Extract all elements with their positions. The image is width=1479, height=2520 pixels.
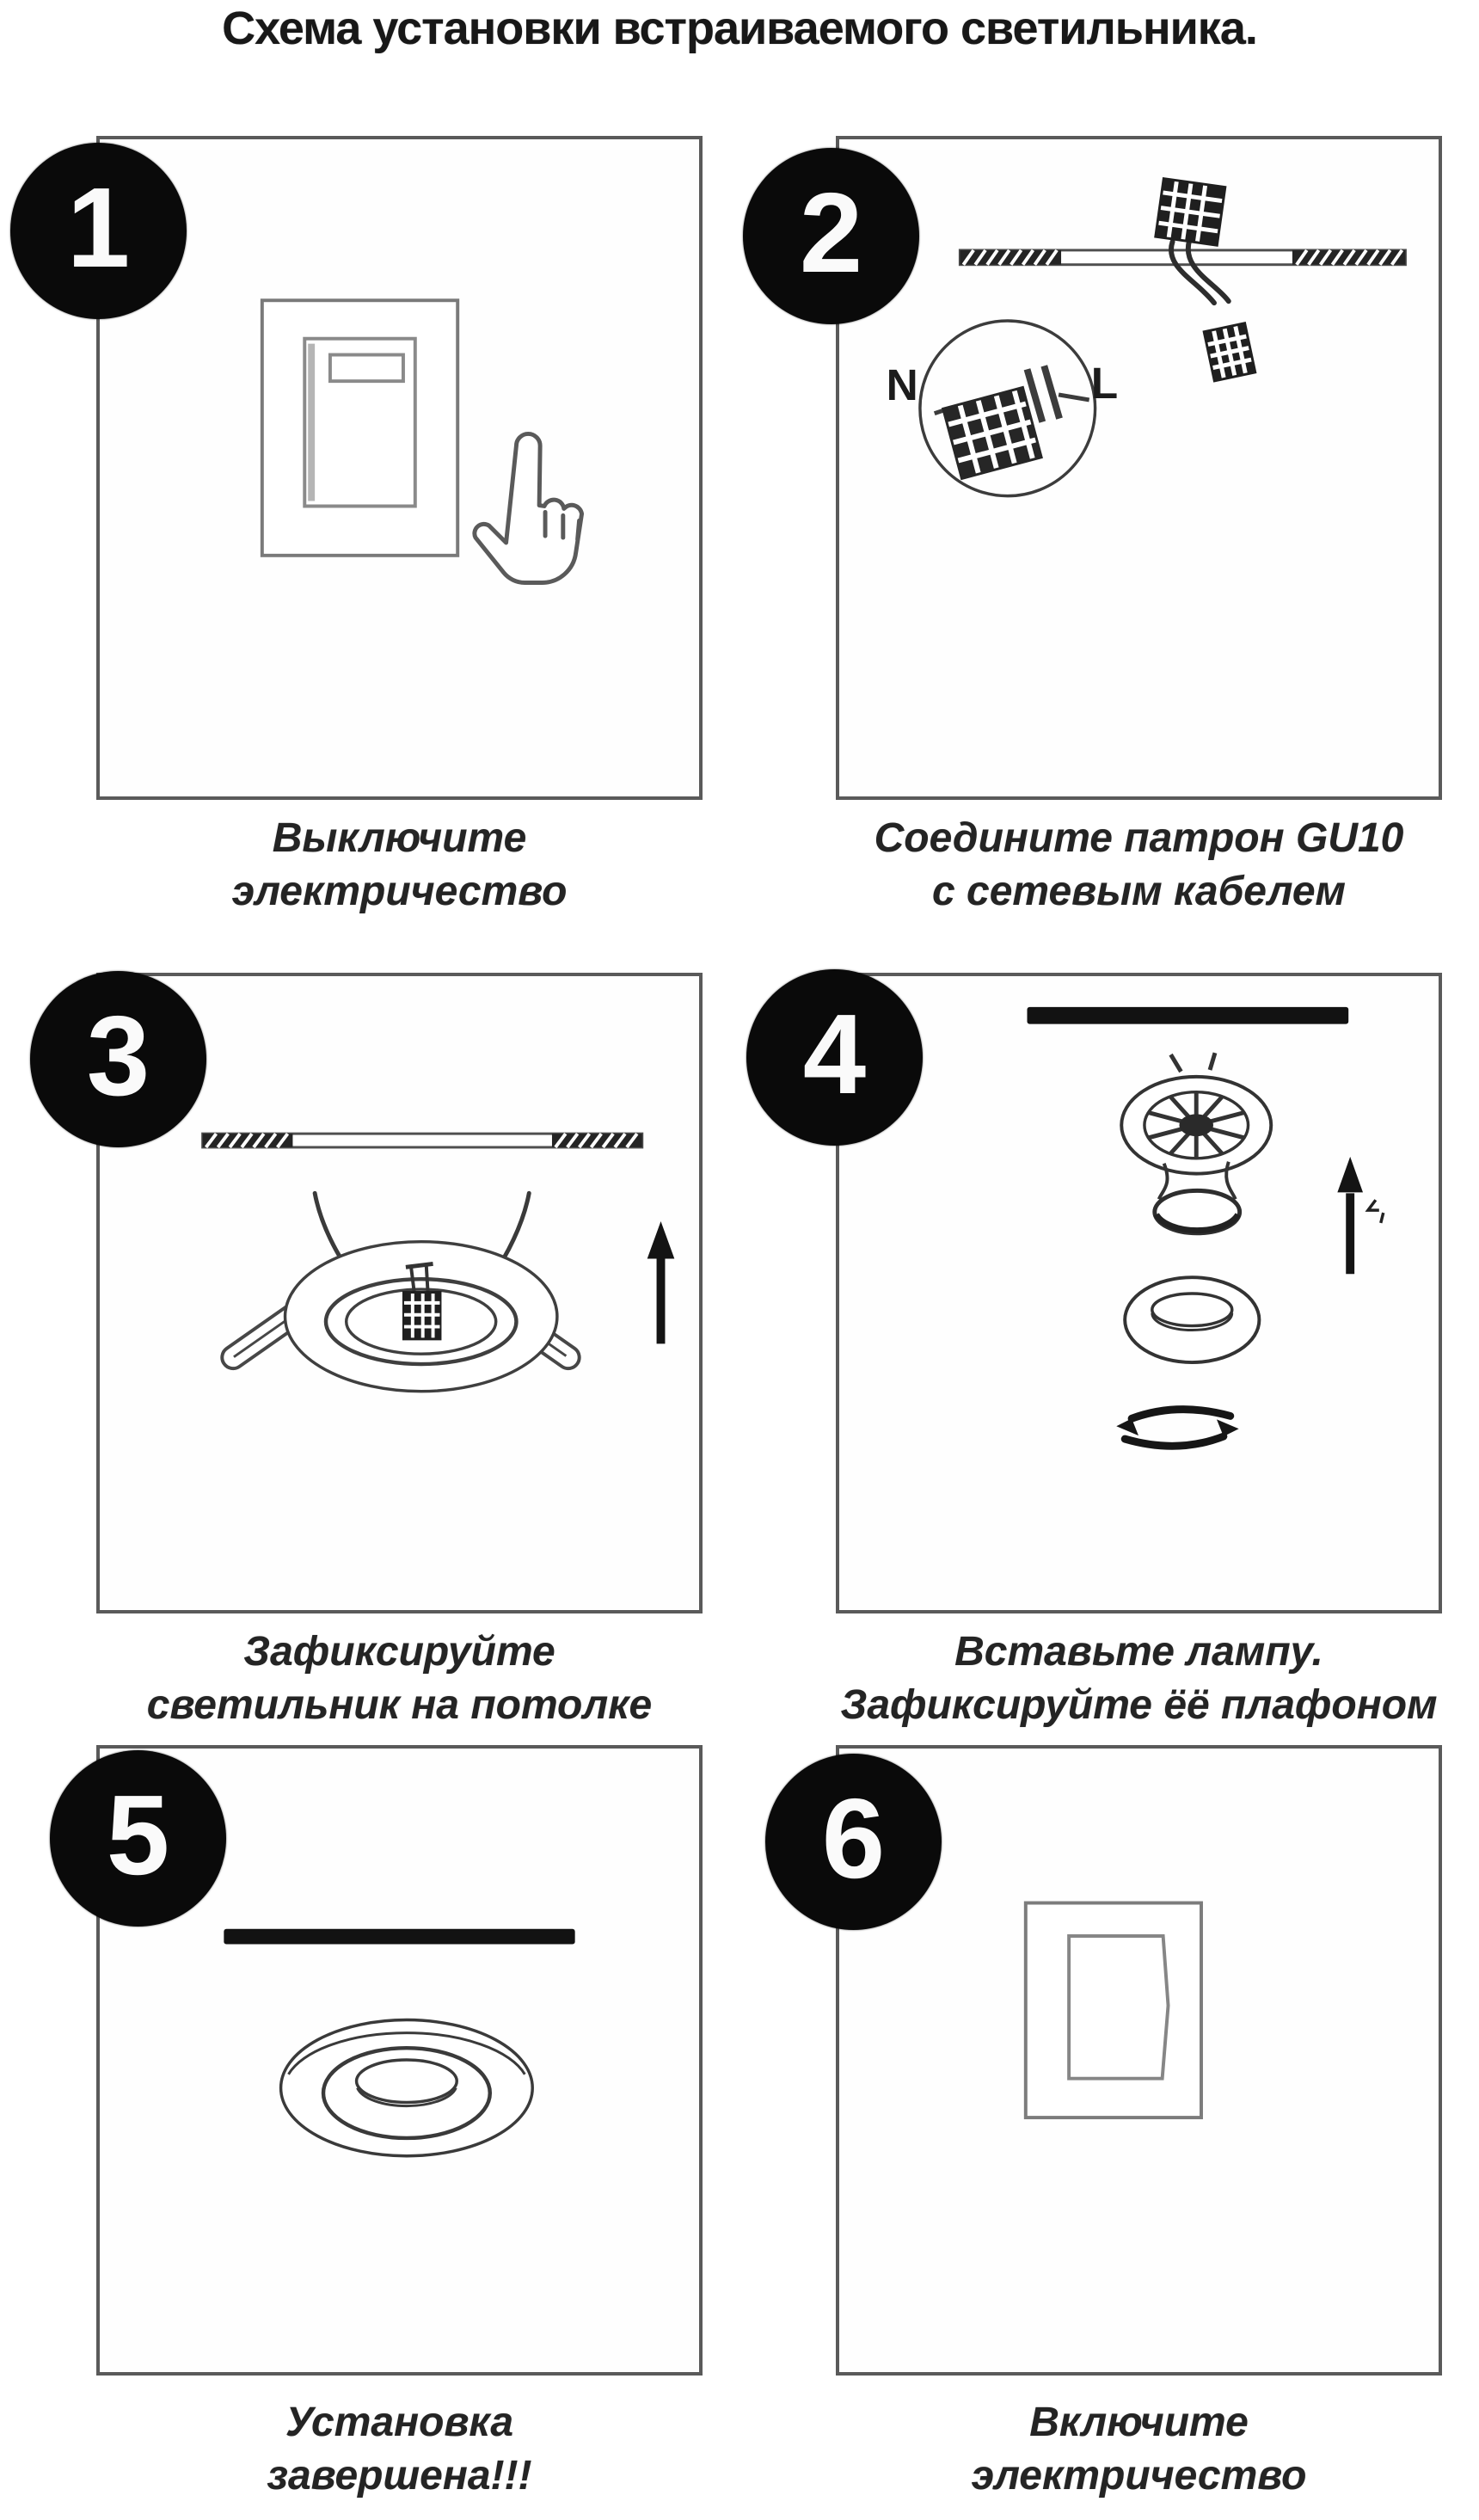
- step-number-badge: 3: [30, 971, 206, 1147]
- up-arrow-icon: [1337, 1156, 1385, 1275]
- step-card-3: 3: [30, 971, 703, 1732]
- caption-line: завершена!!!: [267, 2453, 532, 2498]
- caption-line: Вставьте лампу.: [954, 1629, 1323, 1675]
- step-illustration-box: [836, 973, 1442, 1613]
- caption-line: светильник на потолке: [146, 1682, 653, 1728]
- step-number-badge: 1: [10, 143, 187, 319]
- step-number-badge: 2: [743, 148, 919, 324]
- step-card-2: 2: [743, 136, 1442, 919]
- step-caption: Включите электричество: [836, 2396, 1442, 2503]
- light-switch-drawing: [1023, 1901, 1203, 2120]
- ceiling-bar: [958, 249, 1407, 267]
- step-card-1: 1 Выключите электричество: [10, 136, 703, 919]
- caption-line: с сетевым кабелем: [931, 869, 1347, 914]
- ceiling-line: [224, 1928, 575, 1945]
- terminal-block: [1154, 176, 1227, 247]
- caption-line: Зафиксируйте: [243, 1629, 555, 1675]
- switch-off-illustration: [260, 298, 585, 585]
- pointing-hand-icon: [472, 432, 585, 585]
- step-number-badge: 6: [765, 1754, 942, 1930]
- step-caption: Выключите электричество: [96, 812, 703, 919]
- step-card-6: 6 Включите электричество: [765, 1745, 1442, 2503]
- fixture-mount-illustration: [201, 1132, 675, 1393]
- cable-wires: [1169, 237, 1231, 306]
- step-caption: Соедините патрон GU10 с сетевым кабелем: [836, 812, 1442, 919]
- step-number-badge: 5: [50, 1750, 226, 1927]
- caption-line: электричество: [231, 869, 568, 914]
- step-illustration-box: [96, 136, 703, 800]
- step-illustration-box: N L: [836, 136, 1442, 800]
- installed-fixture-illustration: [224, 1928, 575, 2158]
- step-card-5: 5 Установка завершена!!!: [50, 1745, 703, 2503]
- step-number-badge: 4: [746, 969, 923, 1146]
- light-switch-drawing: [260, 298, 460, 557]
- gu10-lamp: [1120, 1052, 1273, 1236]
- ceiling-line: [1027, 1006, 1349, 1024]
- installed-fixture: [279, 2018, 534, 2158]
- ceiling-bar: [201, 1132, 644, 1149]
- step-number: 2: [799, 169, 863, 296]
- step-caption: Установка завершена!!!: [96, 2396, 703, 2503]
- step-number: 3: [86, 992, 150, 1119]
- caption-line: электричество: [971, 2453, 1307, 2498]
- step-number: 4: [802, 990, 867, 1117]
- page-title: Схема установки встраиваемого светильник…: [222, 3, 1258, 54]
- trim-ring: [1123, 1275, 1261, 1365]
- terminal-block-in-circle: [941, 385, 1043, 481]
- step-caption: Зафиксируйте светильник на потолке: [96, 1626, 703, 1732]
- step-card-4: 4: [746, 969, 1442, 1732]
- switch-on-illustration: [1023, 1901, 1203, 2120]
- gu10-socket: [402, 1261, 442, 1341]
- up-arrow-icon: [647, 1220, 675, 1344]
- step-illustration-box: [96, 1745, 703, 2376]
- step-number: 1: [66, 163, 131, 291]
- caption-line: Зафиксируйте ёё плафоном: [840, 1682, 1438, 1728]
- caption-line: Соедините патрон GU10: [874, 815, 1404, 861]
- caption-line: Установка: [285, 2400, 514, 2445]
- step-number: 5: [106, 1771, 170, 1898]
- label-neutral: N: [887, 360, 918, 409]
- wiring-illustration: N L: [887, 176, 1407, 498]
- caption-line: Включите: [1029, 2400, 1249, 2445]
- step-number: 6: [821, 1774, 886, 1902]
- caption-line: Выключите: [272, 815, 527, 861]
- gu10-socket: [1202, 321, 1257, 383]
- rotate-arrows-icon: [1116, 1405, 1239, 1450]
- arrow-note-mark: [1365, 1199, 1385, 1224]
- lamp-insert-illustration: [1027, 1006, 1385, 1450]
- step-caption: Вставьте лампу. Зафиксируйте ёё плафоном: [836, 1626, 1442, 1732]
- label-live: L: [1091, 358, 1118, 408]
